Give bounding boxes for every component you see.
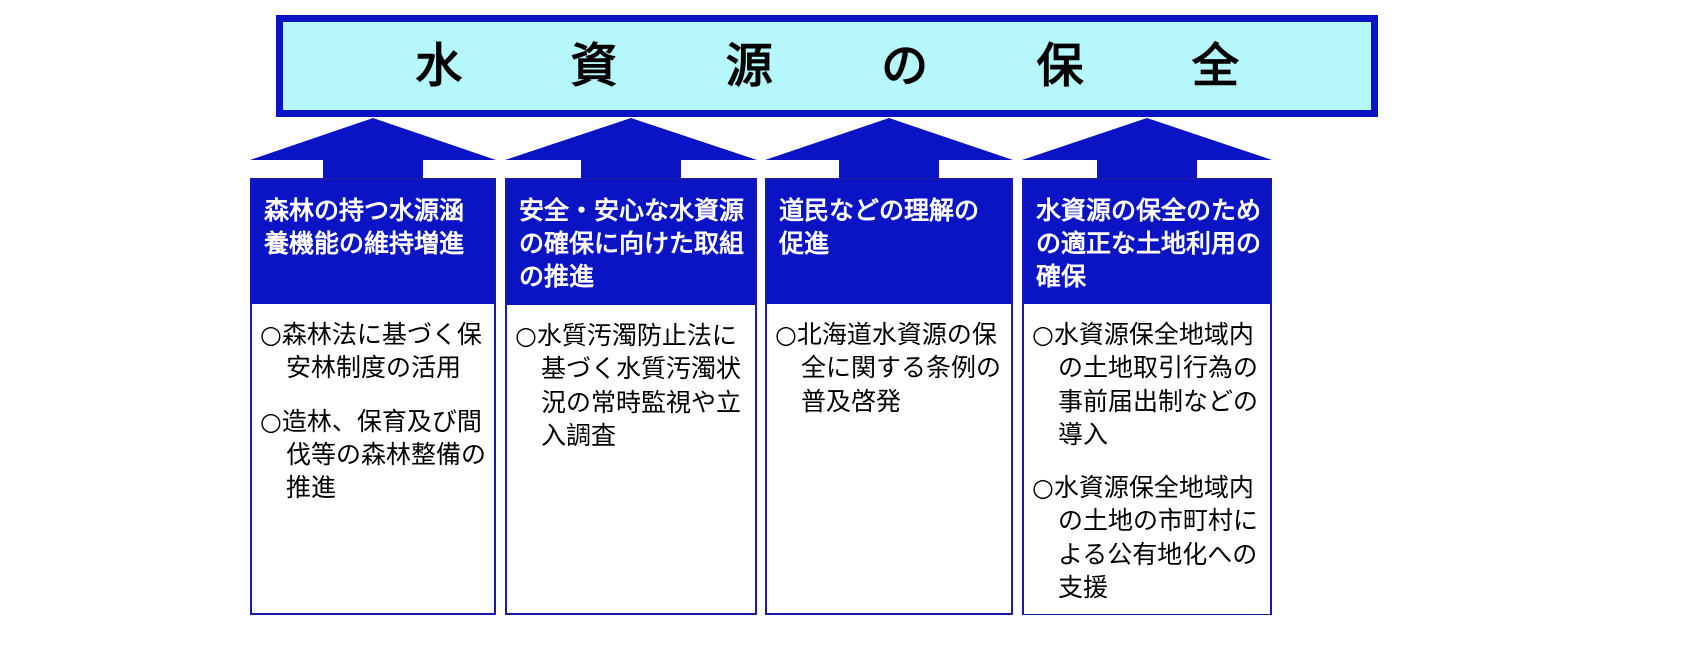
arrow-stem (323, 158, 423, 180)
arrow-head (250, 118, 496, 160)
column-body-1: ○森林法に基づく保安林制度の活用 ○造林、保育及び間伐等の森林整備の推進 (252, 304, 494, 613)
column-header-2: 安全・安心な水資源の確保に向けた取組の推進 (507, 180, 755, 305)
up-arrow-icon (505, 118, 757, 180)
diagram-title-banner: 水 資 源 の 保 全 (276, 15, 1378, 117)
list-item: ○森林法に基づく保安林制度の活用 (260, 318, 488, 385)
up-arrow-icon (250, 118, 496, 180)
bullet-circle-icon: ○ (260, 320, 282, 349)
list-item: ○水資源保全地域内の土地取引行為の事前届出制などの導入 (1032, 318, 1264, 451)
list-item: ○水質汚濁防止法に基づく水質汚濁状況の常時監視や立入調査 (515, 319, 749, 452)
column-body-2: ○水質汚濁防止法に基づく水質汚濁状況の常時監視や立入調査 (507, 305, 755, 613)
arrow-head (505, 118, 757, 160)
list-item-text: 水資源保全地域内の土地取引行為の事前届出制などの導入 (1053, 320, 1259, 449)
list-item: ○北海道水資源の保全に関する条例の普及啓発 (775, 318, 1005, 418)
arrow-stem (581, 158, 681, 180)
bullet-circle-icon: ○ (775, 320, 797, 349)
arrow-head (1022, 118, 1272, 160)
list-item-text: 水質汚濁防止法に基づく水質汚濁状況の常時監視や立入調査 (536, 321, 742, 450)
page-title: 水 資 源 の 保 全 (415, 38, 1285, 94)
column-body-4: ○水資源保全地域内の土地取引行為の事前届出制などの導入 ○水資源保全地域内の土地… (1024, 304, 1270, 614)
arrow-stem (1097, 158, 1197, 180)
bullet-circle-icon: ○ (1032, 320, 1054, 349)
strategy-column-2: 安全・安心な水資源の確保に向けた取組の推進 ○水質汚濁防止法に基づく水質汚濁状況… (505, 178, 757, 615)
strategy-column-1: 森林の持つ水源涵養機能の維持増進 ○森林法に基づく保安林制度の活用 ○造林、保育… (250, 178, 496, 615)
up-arrow-icon (1022, 118, 1272, 180)
arrow-head (765, 118, 1013, 160)
bullet-circle-icon: ○ (1032, 473, 1054, 502)
bullet-circle-icon: ○ (515, 321, 537, 350)
column-body-3: ○北海道水資源の保全に関する条例の普及啓発 (767, 304, 1011, 613)
column-header-3: 道民などの理解の促進 (767, 180, 1011, 304)
list-item-text: 北海道水資源の保全に関する条例の普及啓発 (796, 320, 1002, 416)
column-header-1: 森林の持つ水源涵養機能の維持増進 (252, 180, 494, 304)
arrow-stem (839, 158, 939, 180)
strategy-column-3: 道民などの理解の促進 ○北海道水資源の保全に関する条例の普及啓発 (765, 178, 1013, 615)
strategy-column-4: 水資源の保全のための適正な土地利用の確保 ○水資源保全地域内の土地取引行為の事前… (1022, 178, 1272, 615)
bullet-circle-icon: ○ (260, 406, 282, 436)
column-header-4: 水資源の保全のための適正な土地利用の確保 (1024, 180, 1270, 304)
list-item-text: 森林法に基づく保安林制度の活用 (281, 320, 482, 383)
list-item-text: 水資源保全地域内の土地の市町村による公有地化への支援 (1053, 473, 1259, 602)
list-item: ○水資源保全地域内の土地の市町村による公有地化への支援 (1032, 471, 1264, 604)
list-item-text: 造林、保育及び間伐等の森林整備の推進 (281, 406, 487, 503)
up-arrow-icon (765, 118, 1013, 180)
list-item: ○造林、保育及び間伐等の森林整備の推進 (260, 405, 488, 505)
